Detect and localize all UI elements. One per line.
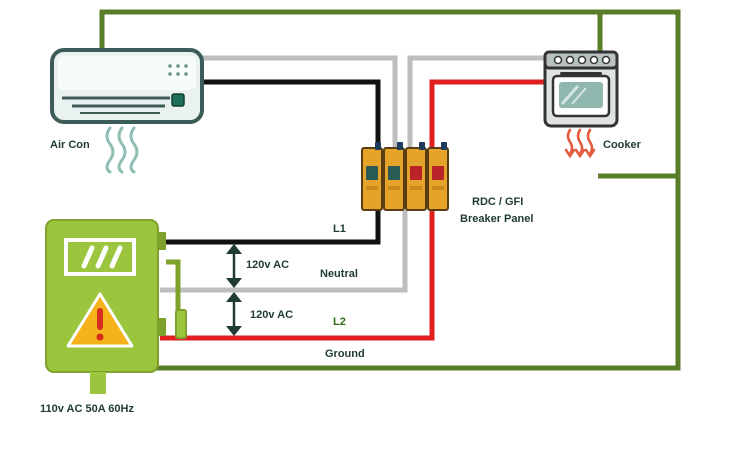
warning-triangle-icon: [66, 292, 134, 348]
l1-label: L1: [333, 223, 346, 235]
oven-icon: [543, 50, 619, 128]
cooker-label: Cooker: [603, 139, 641, 151]
ground-wire: [99, 9, 681, 371]
panel-label-line1: RDC / GFI: [472, 196, 524, 208]
airflow-icon: [105, 126, 139, 174]
circuit-breaker-icon: [361, 142, 449, 211]
panel-label-line2: Breaker Panel: [460, 213, 534, 225]
heat-icon: [564, 128, 596, 159]
l2-label: L2: [333, 316, 346, 328]
l1-wire: [160, 79, 381, 245]
ground-label: Ground: [325, 348, 365, 360]
neutral-label: Neutral: [320, 268, 358, 280]
voltage-label-lower: 120v AC: [250, 309, 294, 321]
air-con-label: Air Con: [50, 139, 90, 151]
l2-wire: [160, 79, 545, 341]
voltage-label-upper: 120v AC: [246, 259, 290, 271]
air-conditioner-icon: [50, 48, 204, 124]
voltage-arrow-upper: [226, 244, 242, 288]
source-label: 110v AC 50A 60Hz: [40, 403, 134, 415]
voltage-arrow-lower: [226, 292, 242, 336]
neutral-wire: [160, 55, 545, 293]
